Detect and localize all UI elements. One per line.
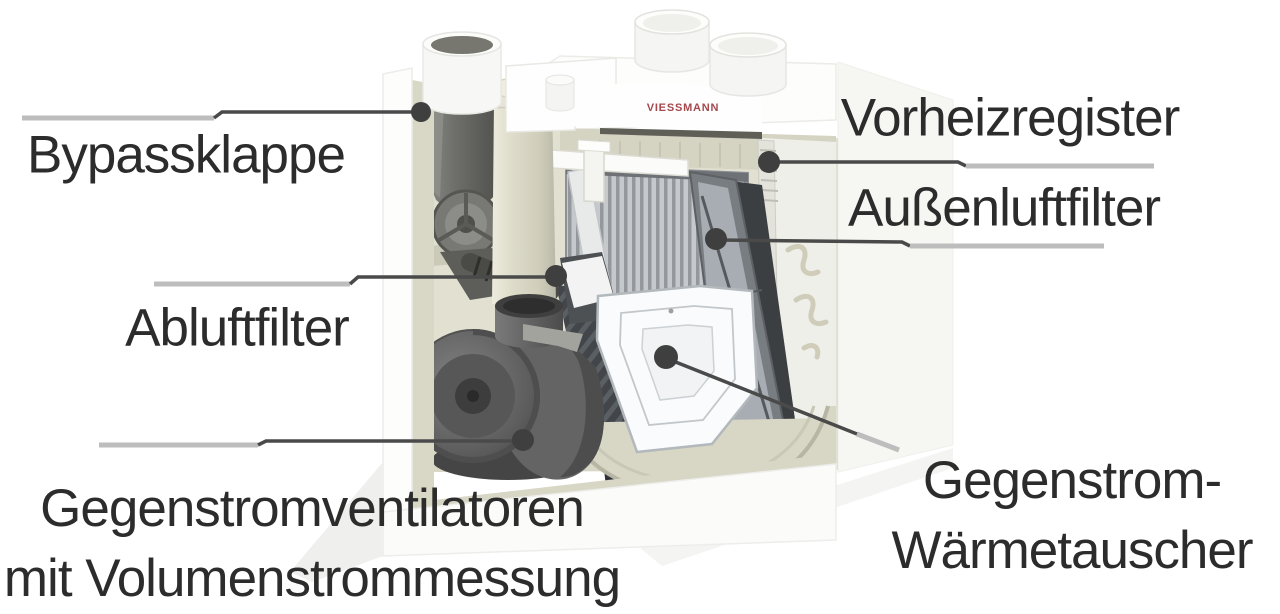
label-bypassklappe: Bypassklappe <box>27 125 346 185</box>
label-gegenstrom-waermetauscher: Gegenstrom- Wärmetauscher <box>891 446 1253 586</box>
leader-bypassklappe-dark <box>212 110 419 120</box>
label-aussenluftfilter: Außenluftfilter <box>848 178 1161 238</box>
cabinet-left-panel <box>382 67 434 519</box>
label-gegenstrom-waermetauscher-line1: Gegenstrom- <box>922 451 1222 510</box>
label-gegenstromventilatoren-line2: mit Volumenstrommessung <box>3 549 621 608</box>
label-abluftfilter: Abluftfilter <box>125 298 350 358</box>
cover-stub-port <box>545 74 575 112</box>
leader-ventilatoren-dark <box>257 439 514 447</box>
label-gegenstromventilatoren-line1: Gegenstromventilatoren <box>40 479 585 538</box>
cabinet-base <box>290 454 837 582</box>
support-frame <box>551 139 689 203</box>
dot-aussenluftfilter <box>705 228 727 250</box>
top-ports <box>422 9 787 115</box>
label-gegenstrom-waermetauscher-line2: Wärmetauscher <box>891 521 1253 580</box>
cover-shadow-edge <box>600 128 762 139</box>
heat-exchanger-assembly <box>434 139 836 499</box>
port-top-right-1 <box>634 9 710 73</box>
fan-bracket <box>523 324 583 352</box>
leader-aussenluftfilter-dark <box>717 238 911 248</box>
label-vorheizregister: Vorheizregister <box>840 88 1181 148</box>
callouts <box>22 102 1154 453</box>
dot-bypassklappe <box>411 102 431 122</box>
fan-volute <box>406 329 540 463</box>
label-gegenstromventilatoren: Gegenstromventilatoren mit Volumenstromm… <box>3 474 621 614</box>
leader-waermetauscher-dark <box>667 357 858 436</box>
dot-ventilatoren <box>512 429 534 451</box>
base-left-shadow <box>290 462 383 582</box>
port-top-right-2 <box>709 32 787 97</box>
front-cover: VIESSMANN <box>505 57 762 139</box>
dot-vorheizregister <box>758 151 780 173</box>
port-top-left <box>422 31 502 115</box>
leader-abluftfilter-dark <box>348 275 548 286</box>
bypass-actuator-ring <box>431 189 501 259</box>
leader-vorheizregister-dark <box>771 160 967 168</box>
dot-waermetauscher <box>654 345 678 369</box>
exchanger-mark <box>668 308 674 314</box>
dot-abluftfilter <box>545 265 567 287</box>
leader-waermetauscher-light <box>856 431 900 453</box>
counterflow-heat-exchanger <box>595 284 759 454</box>
viessmann-logo: VIESSMANN <box>647 102 720 114</box>
condensate-pipes <box>785 243 829 360</box>
